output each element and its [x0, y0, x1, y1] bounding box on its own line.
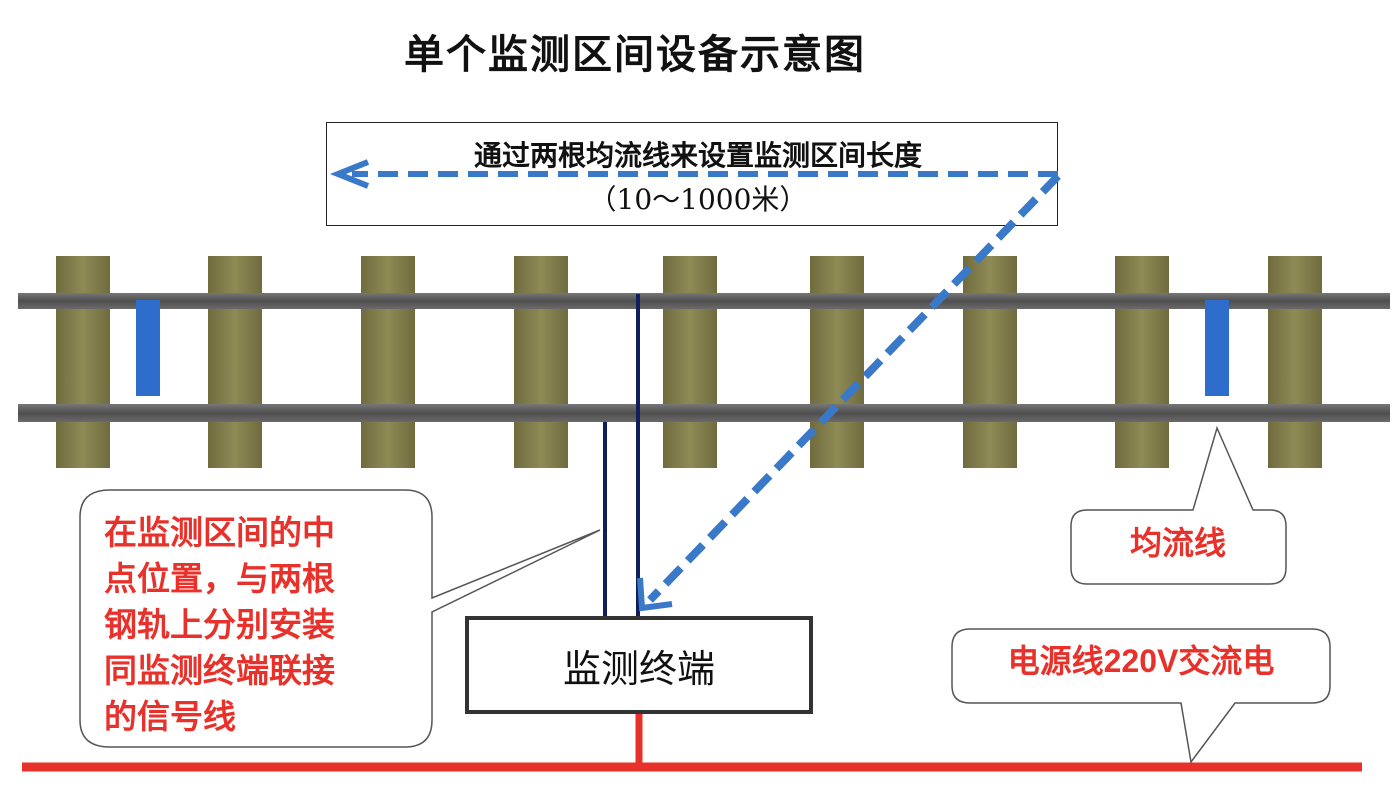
sleeper: [963, 256, 1017, 468]
signal-callout-bubble: [79, 489, 601, 748]
signal-callout-line: 点位置，与两根: [104, 559, 335, 598]
sleepers: [56, 256, 1322, 468]
rail-top: [18, 293, 1390, 309]
signal-callout-text: 在监测区间的中 点位置，与两根 钢轨上分别安装 同监测终端联接 的信号线: [104, 510, 404, 740]
sleeper: [663, 256, 717, 468]
signal-callout-line: 钢轨上分别安装: [104, 605, 335, 644]
equalizer-callout-bubble: [1070, 425, 1287, 585]
power-callout-voltage: 220V: [1103, 643, 1179, 679]
sleeper: [361, 256, 415, 468]
length-note-line1: 通过两根均流线来设置监测区间长度: [473, 139, 922, 172]
equalizer-cable-right: [1205, 300, 1229, 396]
length-note-line2: （10～1000米）: [588, 183, 808, 216]
monitoring-terminal-label: 监测终端: [562, 646, 715, 691]
power-callout-suffix: 交流电: [1178, 642, 1275, 680]
equalizer-callout-label: 均流线: [1129, 524, 1226, 562]
signal-callout-line: 的信号线: [104, 697, 236, 736]
equalizer-cable-left: [136, 300, 160, 396]
power-callout-text: 电源线220V交流电: [952, 636, 1330, 686]
rail-bottom: [18, 404, 1390, 422]
sleeper: [514, 256, 568, 468]
signal-callout-line: 同监测终端联接: [104, 651, 335, 690]
sleeper: [810, 256, 864, 468]
sleeper: [56, 256, 110, 468]
signal-callout-line: 在监测区间的中: [104, 513, 335, 552]
sleeper: [1268, 256, 1322, 468]
sleeper: [1115, 256, 1169, 468]
power-callout-prefix: 电源线: [1007, 642, 1104, 680]
sleeper: [208, 256, 262, 468]
monitoring-terminal-box: 监测终端: [465, 616, 813, 714]
page-title: 单个监测区间设备示意图: [404, 31, 866, 78]
power-callout-bubble: [951, 628, 1331, 764]
